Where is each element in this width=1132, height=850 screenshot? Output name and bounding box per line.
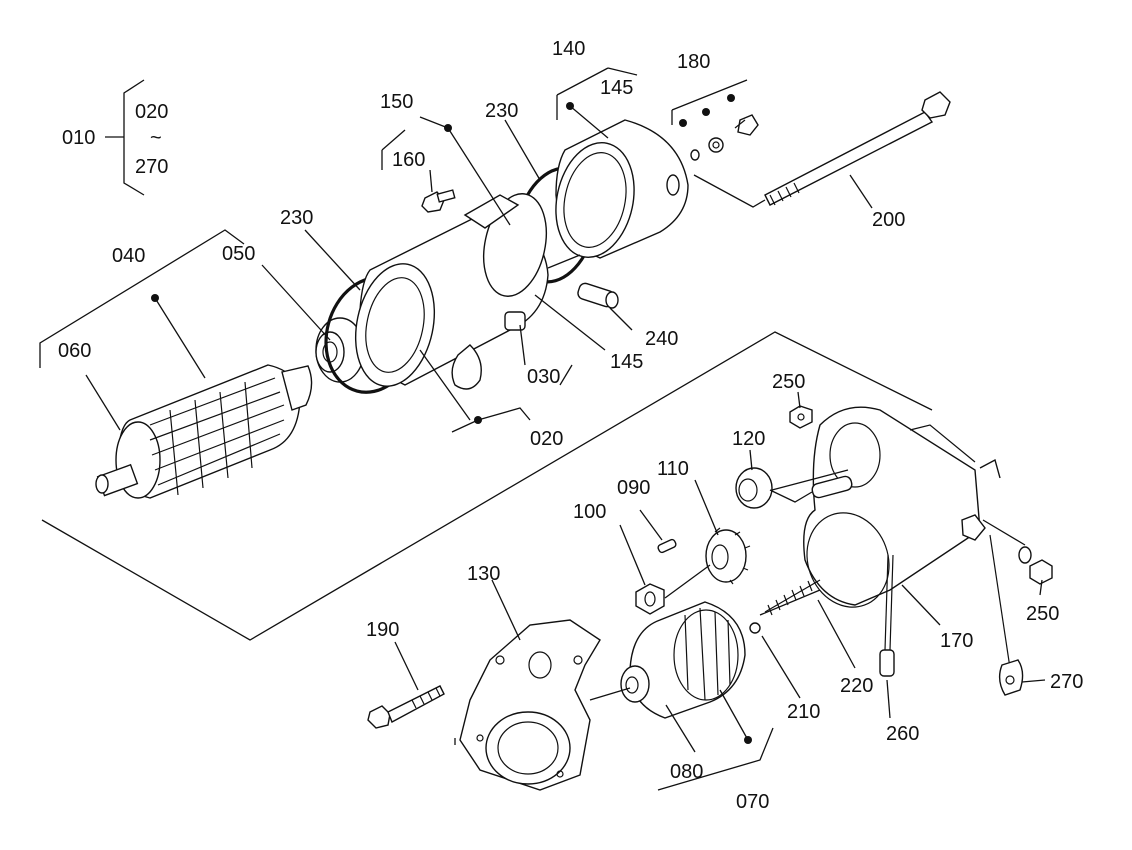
callout-230-right: 230 bbox=[485, 100, 518, 122]
callout-040: 040 bbox=[112, 245, 145, 267]
ball-210 bbox=[749, 622, 761, 634]
spring-220 bbox=[764, 579, 821, 616]
group-member-dots bbox=[151, 94, 752, 744]
pinion-gear-120 bbox=[735, 467, 853, 509]
rear-cover-part bbox=[555, 119, 689, 259]
callout-190: 190 bbox=[366, 619, 399, 641]
callout-090: 090 bbox=[617, 477, 650, 499]
nut-250-right bbox=[1018, 546, 1053, 585]
callout-170: 170 bbox=[940, 630, 973, 652]
callout-145-top: 145 bbox=[600, 77, 633, 99]
assembly-center-lines bbox=[454, 174, 1026, 745]
pin-090 bbox=[657, 538, 677, 554]
callout-leaders bbox=[85, 67, 1046, 791]
callout-210: 210 bbox=[787, 701, 820, 723]
armature-group-outline bbox=[39, 229, 933, 641]
callout-160: 160 bbox=[392, 149, 425, 171]
callout-020-range: 020 bbox=[135, 101, 168, 123]
callout-240: 240 bbox=[645, 328, 678, 350]
yoke-housing-part bbox=[354, 193, 549, 390]
callout-220: 220 bbox=[840, 675, 873, 697]
terminal-270 bbox=[989, 534, 1024, 696]
callout-250-top: 250 bbox=[772, 371, 805, 393]
callout-030: 030 bbox=[527, 366, 560, 388]
callout-140: 140 bbox=[552, 38, 585, 60]
through-bolt-200 bbox=[764, 91, 951, 206]
callout-250-right: 250 bbox=[1026, 603, 1059, 625]
screw-160 bbox=[421, 189, 456, 213]
callout-020: 020 bbox=[530, 428, 563, 450]
callout-180: 180 bbox=[677, 51, 710, 73]
callout-range-tilde: ~ bbox=[150, 127, 162, 149]
front-bracket-130 bbox=[459, 619, 601, 791]
roller-100 bbox=[635, 583, 665, 615]
callout-150: 150 bbox=[380, 91, 413, 113]
callout-070: 070 bbox=[736, 791, 769, 813]
callout-labels: 010 020 ~ 270 040 050 060 230 150 160 23… bbox=[58, 38, 1083, 813]
callout-270-range: 270 bbox=[135, 156, 168, 178]
callout-260: 260 bbox=[886, 723, 919, 745]
callout-080: 080 bbox=[670, 761, 703, 783]
hardware-set-180 bbox=[690, 114, 759, 161]
clutch-assembly-070 bbox=[620, 601, 746, 719]
callout-110: 110 bbox=[657, 458, 689, 480]
callout-050: 050 bbox=[222, 243, 255, 265]
armature-part bbox=[95, 364, 313, 499]
callout-130: 130 bbox=[467, 563, 500, 585]
callout-060: 060 bbox=[58, 340, 91, 362]
nut-250-top bbox=[789, 405, 813, 429]
callout-200: 200 bbox=[872, 209, 905, 231]
callout-010: 010 bbox=[62, 127, 95, 149]
lead-wire-260 bbox=[879, 554, 895, 677]
callout-230-left: 230 bbox=[280, 207, 313, 229]
callout-145-bottom: 145 bbox=[610, 351, 643, 373]
bolt-190 bbox=[367, 685, 445, 729]
callout-270: 270 bbox=[1050, 671, 1083, 693]
assembly-bracket-010 bbox=[105, 79, 145, 196]
callout-100: 100 bbox=[573, 501, 606, 523]
bush-240 bbox=[577, 282, 619, 309]
housing-part bbox=[803, 406, 1001, 608]
callout-120: 120 bbox=[732, 428, 765, 450]
gear-110 bbox=[705, 527, 751, 585]
